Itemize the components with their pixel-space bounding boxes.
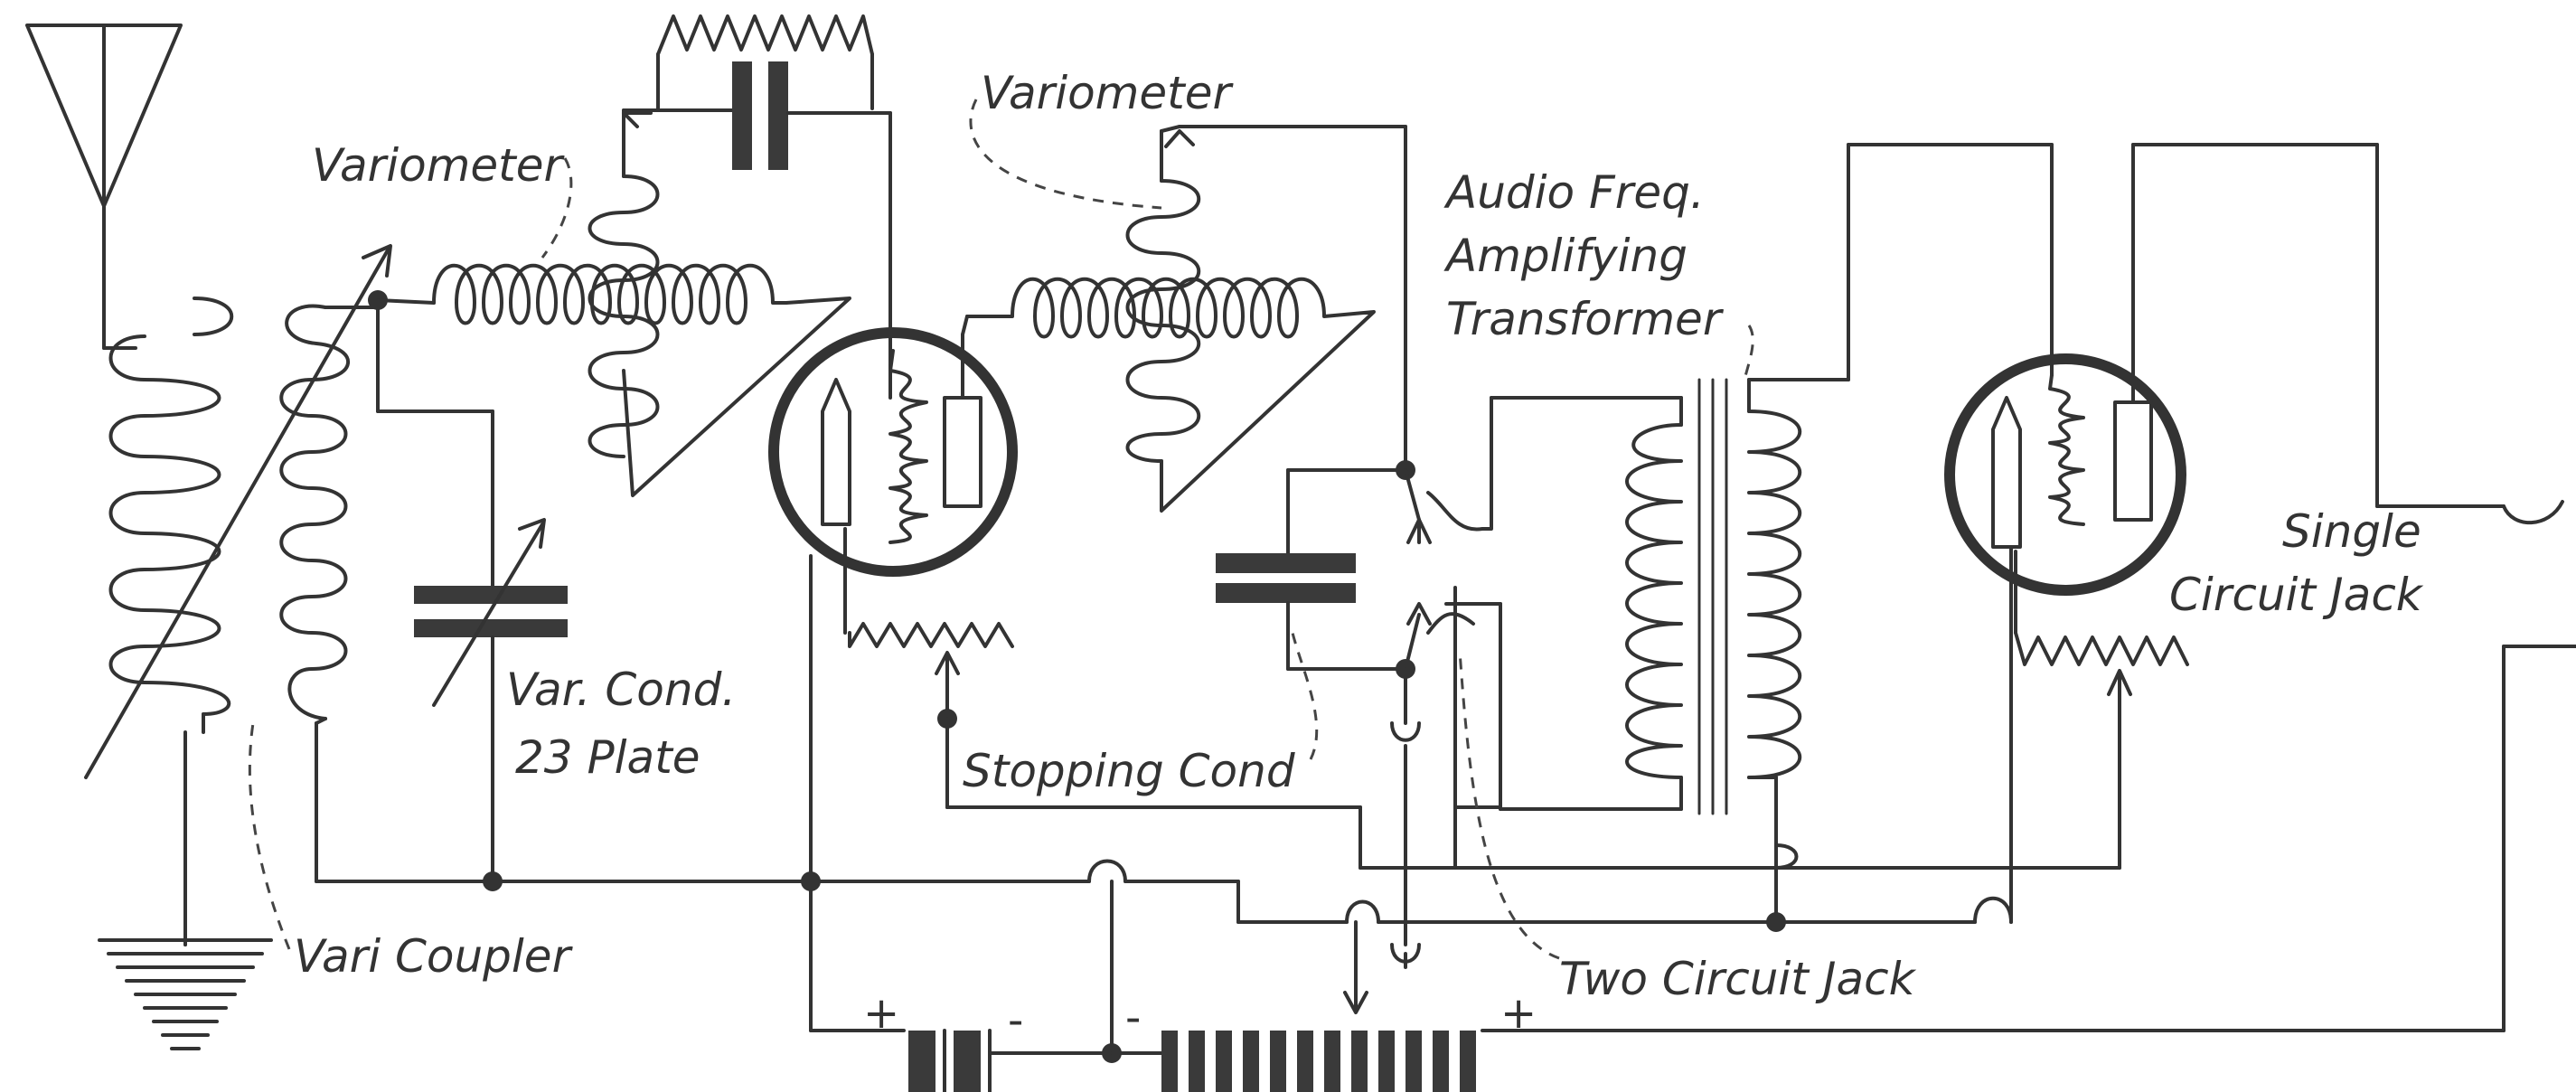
antenna-symbol (25, 24, 183, 350)
label-two-circuit-jack: Two Circuit Jack (1559, 953, 1917, 1005)
amplifier-tube (1944, 143, 2379, 635)
leader-variometer-1 (541, 157, 573, 259)
label-var-cond: Var. Cond. (506, 664, 736, 716)
leader-audio-transformer (1743, 325, 1754, 381)
amplifier-filament-rheostat (2014, 631, 2189, 870)
coupler-variable-arrow (84, 247, 390, 779)
label-amplifying: Amplifying (1443, 230, 1688, 282)
label-variometer-2: Variometer (981, 67, 1235, 119)
b-battery-plus: + (1500, 988, 1537, 1039)
label-vari-coupler: Vari Coupler (294, 930, 574, 983)
vari-coupler-secondary-coil (279, 304, 381, 725)
variometer-2-stator-coil (961, 277, 1376, 513)
b-battery: - + (1110, 920, 2505, 1092)
label-transformer: Transformer (1446, 293, 1725, 345)
grid-leak-resistor-and-condenser (622, 14, 892, 400)
variometer-1-rotor-coil (588, 108, 660, 458)
vari-coupler-primary-coil (108, 297, 234, 946)
label-circuit-jack: Circuit Jack (2169, 569, 2424, 621)
audio-transformer-primary (1625, 396, 1683, 811)
a-battery: + - (809, 988, 1114, 1092)
label-audio-freq: Audio Freq. (1443, 166, 1705, 219)
single-circuit-jack (2375, 500, 2576, 1032)
leader-stopping-cond (1291, 632, 1319, 760)
detector-tube (768, 327, 1018, 635)
audio-transformer-secondary (1747, 143, 2054, 924)
a-battery-plus: + (863, 988, 899, 1039)
coupler-arrow-head (362, 244, 392, 278)
stopping-condenser (1216, 553, 1356, 635)
label-single: Single (2282, 505, 2421, 558)
leader-two-circuit-jack (1458, 650, 1560, 960)
label-variometer-1: Variometer (312, 139, 566, 192)
junction-dots (483, 871, 1786, 1063)
variometer-2-rotor-coil (1125, 125, 1407, 467)
leader-vari-coupler (248, 722, 291, 950)
label-stopping-cond: Stopping Cond (963, 745, 1295, 797)
label-23-plate: 23 Plate (515, 731, 700, 784)
filament-bus-wiring (315, 545, 2013, 924)
b-battery-minus: - (1125, 993, 1141, 1043)
a-battery-minus: - (1008, 995, 1023, 1046)
leader-variometer-2 (969, 99, 1162, 210)
variable-condenser-23-plate (376, 298, 568, 883)
audio-transformer-core (1697, 378, 1728, 815)
ground-symbol (98, 934, 273, 1050)
detector-filament-rheostat (848, 622, 1362, 809)
